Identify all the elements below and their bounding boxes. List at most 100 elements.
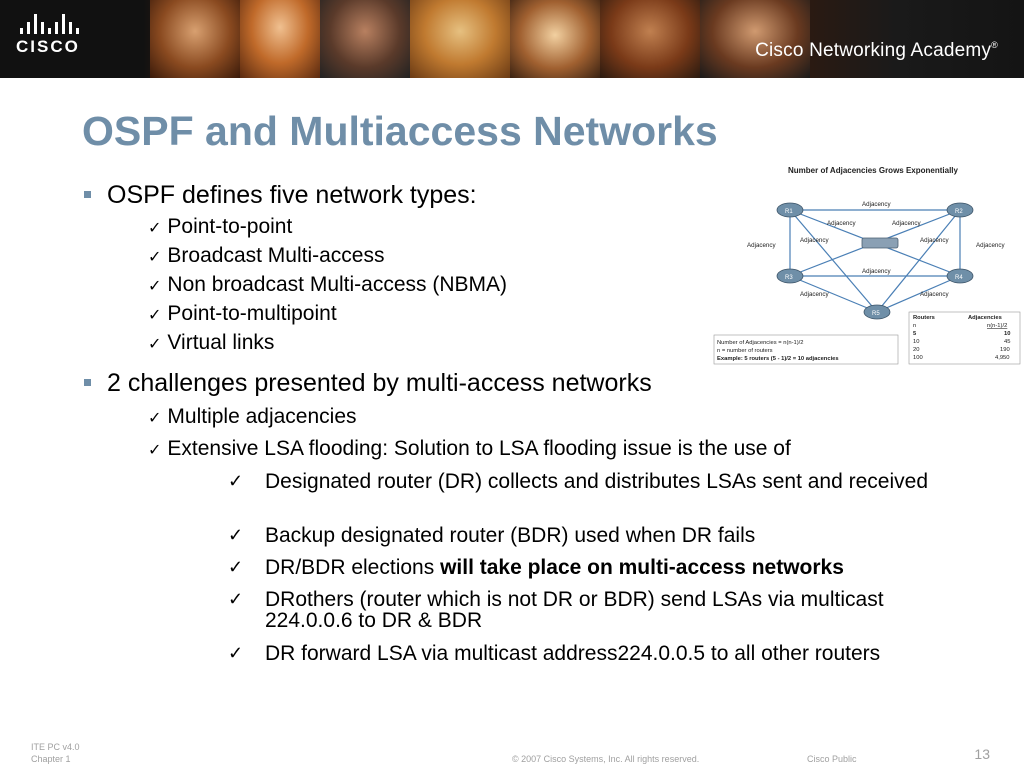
sub-bullet: ✓ Non broadcast Multi-access (NBMA)	[148, 273, 507, 297]
checkmark-icon: ✓	[228, 589, 244, 609]
routers: R1 R2 R3 R4 R5	[776, 202, 974, 320]
formula-line: Example: 5 routers (5 - 1)/2 = 10 adjace…	[717, 356, 839, 362]
adjacency-label: Adjacency	[800, 237, 829, 244]
banner-photo	[320, 0, 410, 78]
checkmark-icon: ✓	[148, 442, 162, 459]
table-cell: 45	[1004, 339, 1010, 345]
sub-bullet-text: Extensive LSA flooding: Solution to LSA …	[167, 437, 791, 460]
checkmark-icon: ✓	[148, 278, 162, 295]
sub-bullet: ✓ Virtual links	[148, 331, 274, 355]
adjacency-table: Routers Adjacencies n n(n-1)/2 5 10 10 4…	[908, 311, 1021, 365]
router-r5-icon: R5	[863, 304, 891, 320]
svg-text:R2: R2	[955, 209, 963, 215]
sub-bullet-text: Multiple adjacencies	[167, 405, 357, 428]
table-header: Adjacencies	[968, 315, 1002, 321]
sub-bullet: ✓ Point-to-multipoint	[148, 302, 337, 326]
bullet-square-icon	[84, 378, 91, 386]
sub-bullet-text: Broadcast Multi-access	[167, 244, 385, 267]
sub-sub-bullet: ✓Designated router (DR) collects and dis…	[228, 470, 928, 493]
bullet-square-icon	[84, 190, 91, 198]
table-cell: 20	[913, 347, 919, 353]
adjacency-label: Adjacency	[827, 220, 856, 227]
adjacency-label: Adjacency	[862, 268, 891, 275]
router-r4-icon: R4	[946, 268, 974, 284]
bullet-network-types: OSPF defines five network types:	[84, 181, 477, 210]
router-r2-icon: R2	[946, 202, 974, 218]
sub-bullet-text: Non broadcast Multi-access (NBMA)	[167, 273, 508, 296]
diagram-title: Number of Adjacencies Grows Exponentiall…	[788, 166, 959, 175]
table-cell: 10	[913, 339, 919, 345]
bullet-text: OSPF defines five network types:	[107, 181, 477, 209]
formula-line: n = number of routers	[717, 348, 773, 354]
adjacency-label: Adjacency	[747, 242, 776, 249]
sub-sub-bullet: ✓Backup designated router (BDR) used whe…	[228, 524, 756, 547]
table-cell: 5	[913, 331, 917, 337]
sub-bullet-text: Virtual links	[167, 331, 275, 354]
networking-academy-label: Cisco Networking Academy®	[755, 40, 998, 61]
sub-bullet: ✓ Multiple adjacencies	[148, 405, 357, 429]
sub-bullet: ✓ Point-to-point	[148, 215, 292, 239]
checkmark-icon: ✓	[228, 525, 244, 545]
adjacency-label: Adjacency	[892, 220, 921, 227]
adjacency-label: Adjacency	[920, 237, 949, 244]
banner-photo	[700, 0, 810, 78]
cisco-bridge-icon	[20, 14, 96, 34]
adjacency-label: Adjacency	[976, 242, 1005, 249]
adjacency-label: Adjacency	[862, 201, 891, 208]
checkmark-icon: ✓	[228, 471, 244, 491]
sub-sub-bullet: ✓DR forward LSA via multicast address224…	[228, 642, 881, 665]
table-cell: 4,950	[995, 355, 1010, 361]
checkmark-icon: ✓	[148, 307, 162, 324]
formula-line: Number of Adjacencies = n(n-1)/2	[717, 340, 804, 346]
svg-text:R5: R5	[872, 311, 880, 317]
adjacency-diagram: Number of Adjacencies Grows Exponentiall…	[713, 166, 1021, 365]
link-r2-r5	[876, 209, 961, 313]
banner-photo	[240, 0, 320, 78]
footer-classification: Cisco Public	[807, 754, 857, 764]
link-r4-r5	[876, 275, 961, 313]
table-header: Routers	[913, 315, 935, 321]
bullet-challenges: 2 challenges presented by multi-access n…	[84, 369, 652, 398]
table-cell: 190	[1000, 347, 1010, 353]
header-banner: CISCO Cisco Networking Academy®	[0, 0, 1024, 78]
checkmark-icon: ✓	[228, 557, 244, 577]
adjacency-label: Adjacency	[920, 291, 949, 298]
banner-photo	[410, 0, 510, 78]
bullet-text: 2 challenges presented by multi-access n…	[107, 369, 652, 397]
sub-bullet: ✓ Broadcast Multi-access	[148, 244, 384, 268]
table-cell: 100	[913, 355, 923, 361]
checkmark-icon: ✓	[148, 249, 162, 266]
checkmark-icon: ✓	[148, 220, 162, 237]
link-r3-r5	[789, 275, 878, 313]
router-r3-icon: R3	[776, 268, 804, 284]
switch-icon	[861, 237, 899, 249]
banner-photo	[600, 0, 700, 78]
router-r1-icon: R1	[776, 202, 804, 218]
footer-course: ITE PC v4.0	[31, 742, 80, 752]
adjacency-labels: Adjacency Adjacency Adjacency Adjacency …	[747, 201, 1005, 298]
svg-text:R4: R4	[955, 275, 963, 281]
checkmark-icon: ✓	[148, 336, 162, 353]
checkmark-icon: ✓	[148, 410, 162, 427]
footer-copyright: © 2007 Cisco Systems, Inc. All rights re…	[512, 754, 700, 764]
formula-box: Number of Adjacencies = n(n-1)/2 n = num…	[713, 334, 899, 365]
table-subheader: n	[913, 323, 916, 329]
sub-sub-bullet: ✓DR/BDR elections will take place on mul…	[228, 556, 844, 579]
sub-bullet-text: Point-to-point	[167, 215, 293, 238]
table-cell: 10	[1004, 331, 1010, 337]
adjacency-label: Adjacency	[800, 291, 829, 298]
cisco-logo: CISCO	[16, 14, 96, 60]
svg-text:R1: R1	[785, 209, 793, 215]
svg-text:R3: R3	[785, 275, 793, 281]
checkmark-icon: ✓	[228, 643, 244, 663]
sub-bullet: ✓ Extensive LSA flooding: Solution to LSA…	[148, 437, 791, 461]
page-number: 13	[974, 746, 990, 762]
banner-photo	[150, 0, 240, 78]
banner-photo	[510, 0, 600, 78]
footer-chapter: Chapter 1	[31, 754, 71, 764]
sub-sub-bullet: ✓DRothers (router which is not DR or BDR…	[228, 588, 884, 632]
banner-photo	[810, 0, 1024, 78]
table-subheader: n(n-1)/2	[987, 323, 1007, 329]
cisco-wordmark: CISCO	[16, 37, 80, 56]
sub-bullet-text: Point-to-multipoint	[167, 302, 337, 325]
